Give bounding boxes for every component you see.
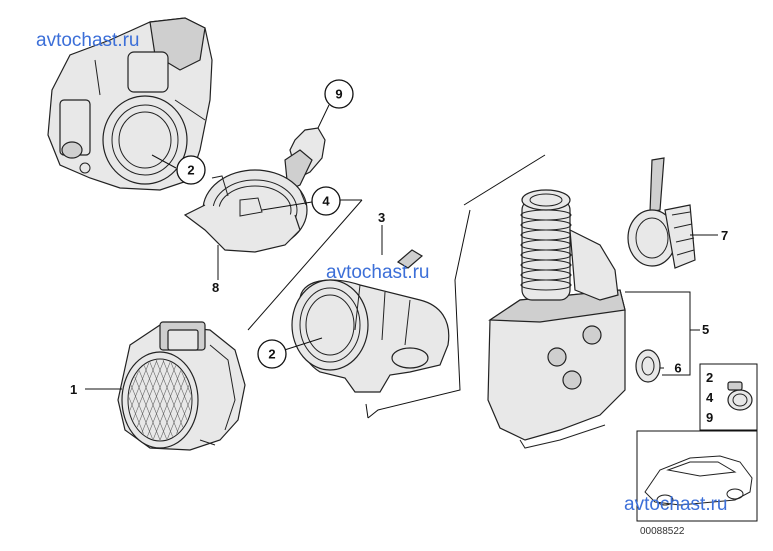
intake-bellows bbox=[520, 209, 572, 291]
svg-text:9: 9 bbox=[335, 87, 342, 102]
callout-2-middle: 2 bbox=[257, 339, 287, 369]
label-3: 3 bbox=[378, 210, 385, 225]
svg-text:2: 2 bbox=[187, 163, 194, 178]
vehicle-thumbnail bbox=[636, 430, 758, 522]
svg-text:6: 6 bbox=[674, 361, 681, 376]
adapter-housing bbox=[183, 127, 326, 253]
svg-text:4: 4 bbox=[322, 194, 330, 209]
callout-9: 9 bbox=[324, 79, 354, 109]
watermark-center: avtochast.ru bbox=[326, 262, 430, 283]
svg-text:2: 2 bbox=[268, 347, 275, 362]
throttle-body bbox=[47, 17, 213, 191]
label-8: 8 bbox=[212, 280, 219, 295]
reference-number: 00088522 bbox=[640, 526, 685, 537]
hose-clamp bbox=[627, 157, 696, 269]
kit-item-2: 2 bbox=[706, 370, 713, 385]
kit-item-4: 4 bbox=[706, 390, 714, 405]
callout-2-top: 2 bbox=[176, 155, 206, 185]
kit-box: 2 4 9 bbox=[699, 363, 758, 431]
watermark-bottom-right: avtochast.ru bbox=[624, 494, 728, 515]
leader-lines bbox=[85, 104, 718, 419]
grommet bbox=[635, 349, 661, 383]
intake-pipe bbox=[291, 249, 450, 393]
label-1: 1 bbox=[70, 382, 77, 397]
label-7: 7 bbox=[721, 228, 728, 243]
watermark-top-left: avtochast.ru bbox=[36, 30, 140, 51]
kit-item-9: 9 bbox=[706, 410, 713, 425]
callout-4: 4 bbox=[311, 186, 341, 216]
label-5: 5 bbox=[702, 322, 709, 337]
air-filter-housing bbox=[487, 189, 626, 449]
air-mass-meter bbox=[117, 321, 246, 451]
callout-6: 6 bbox=[674, 361, 681, 376]
